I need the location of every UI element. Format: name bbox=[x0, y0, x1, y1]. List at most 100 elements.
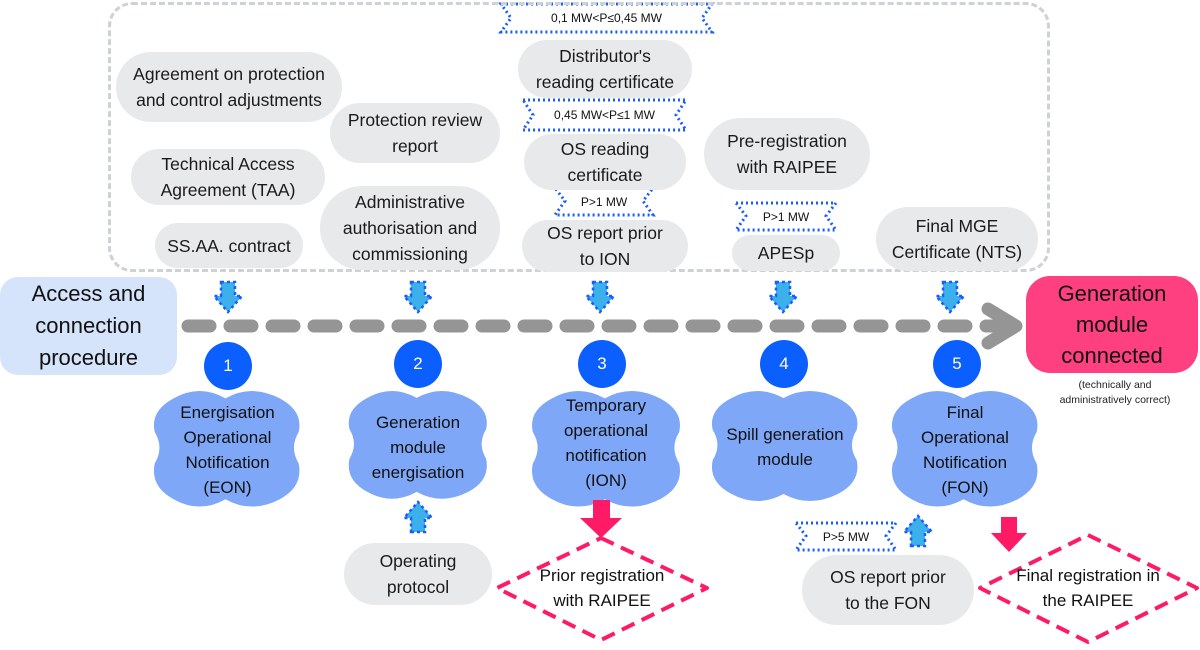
doc-arrows bbox=[211, 280, 967, 548]
down-arrow-icon bbox=[211, 280, 245, 314]
step-number-2: 2 bbox=[394, 340, 442, 388]
start-line: procedure bbox=[38, 345, 139, 370]
step-line: (ION) bbox=[585, 471, 627, 490]
doc-os-report-prior-fon[interactable]: OS report prior to the FON bbox=[802, 555, 974, 625]
step-line: Generation bbox=[375, 412, 461, 432]
power-tag-shapes bbox=[498, 2, 900, 552]
up-arrow-icon bbox=[901, 514, 935, 548]
step-line: module bbox=[390, 437, 446, 457]
doc-ssaa-contract[interactable]: SS.AA. contract bbox=[155, 223, 303, 268]
end-node-note: (technically and administratively correc… bbox=[1030, 378, 1200, 408]
doc-line: Agreement (TAA) bbox=[160, 180, 296, 200]
note-line: administratively correct) bbox=[1059, 394, 1171, 406]
step-2-label[interactable]: Generation module energisation bbox=[345, 392, 491, 502]
doc-line: to the FON bbox=[845, 593, 931, 613]
doc-agreement-protection[interactable]: Agreement on protection and control adjus… bbox=[116, 52, 342, 122]
step-line: Notification bbox=[185, 453, 270, 472]
end-line: connected bbox=[1061, 343, 1163, 368]
down-arrow-icon bbox=[933, 280, 967, 314]
doc-line: Administrative bbox=[355, 192, 465, 212]
up-arrow-icon bbox=[401, 500, 435, 534]
registration-arrow-icon bbox=[580, 500, 622, 538]
step-number-4: 4 bbox=[760, 340, 808, 388]
power-tag-os-report-ion: P>1 MW bbox=[580, 194, 628, 209]
doc-line: SS.AA. contract bbox=[167, 235, 291, 256]
doc-line: Protection review bbox=[347, 110, 483, 130]
doc-line: authorisation and bbox=[342, 218, 478, 238]
timeline-arrowhead bbox=[981, 302, 1023, 350]
registration-line: Final registration in bbox=[1016, 566, 1160, 585]
step-line: Notification bbox=[922, 453, 1008, 472]
step-line: Final bbox=[946, 403, 984, 422]
step-number-3: 3 bbox=[578, 340, 626, 388]
down-arrow-icon bbox=[401, 280, 435, 314]
step-line: Operational bbox=[183, 428, 272, 447]
doc-protection-review-report[interactable]: Protection review report bbox=[330, 103, 500, 163]
start-line: connection bbox=[35, 313, 142, 338]
start-line: Access and bbox=[31, 281, 146, 306]
down-arrow-icon bbox=[766, 280, 800, 314]
doc-line: OS reading bbox=[560, 139, 650, 159]
power-tag-os-report-fon: P>5 MW bbox=[822, 529, 870, 544]
end-line: module bbox=[1075, 312, 1149, 337]
doc-line: OS report prior bbox=[547, 223, 663, 243]
doc-line: OS report prior bbox=[830, 567, 946, 587]
step-line: operational bbox=[563, 421, 649, 440]
doc-line: Operating bbox=[379, 551, 457, 571]
doc-final-mge-certificate[interactable]: Final MGE Certificate (NTS) bbox=[876, 207, 1038, 271]
tag-shape bbox=[551, 186, 657, 217]
doc-line: certificate bbox=[567, 165, 643, 185]
note-line: (technically and bbox=[1078, 379, 1152, 391]
step-4-label[interactable]: Spill generation module bbox=[708, 392, 862, 502]
doc-distributor-reading-certificate[interactable]: Distributor's reading certificate bbox=[518, 40, 692, 98]
step-line: module bbox=[757, 450, 813, 469]
tag-shape bbox=[520, 98, 689, 132]
power-tag-apesp: P>1 MW bbox=[762, 209, 810, 224]
registration-line: Prior registration bbox=[539, 566, 665, 585]
registration-diamond bbox=[495, 536, 709, 642]
doc-line: and control adjustments bbox=[136, 90, 322, 110]
final-registration-label[interactable]: Final registration in the RAIPEE bbox=[1000, 560, 1176, 616]
step-line: notification bbox=[565, 446, 647, 465]
step-3-label[interactable]: Temporary operational notification (ION) bbox=[528, 388, 684, 498]
step-5-label[interactable]: Final Operational Notification (FON) bbox=[888, 395, 1042, 505]
doc-line: APESp bbox=[757, 243, 815, 263]
registration-diamond bbox=[978, 533, 1199, 644]
registration-line: the RAIPEE bbox=[1042, 591, 1134, 610]
doc-line: Agreement on protection bbox=[133, 64, 325, 84]
end-node-module-connected[interactable]: Generation module connected bbox=[1026, 276, 1198, 373]
registration-arrow-icon bbox=[991, 517, 1027, 552]
doc-line: with RAIPEE bbox=[736, 157, 838, 177]
tag-shape bbox=[732, 201, 840, 232]
tag-shape bbox=[792, 521, 900, 552]
doc-operating-protocol[interactable]: Operating protocol bbox=[344, 543, 492, 605]
step-line: energisation bbox=[371, 462, 465, 482]
registration-line: with RAIPEE bbox=[553, 591, 651, 610]
step-line: Energisation bbox=[180, 403, 275, 422]
doc-line: reading certificate bbox=[535, 72, 675, 92]
doc-line: report bbox=[392, 136, 438, 156]
prior-registration-label[interactable]: Prior registration with RAIPEE bbox=[520, 560, 684, 616]
step-1-label[interactable]: Energisation Operational Notification (E… bbox=[150, 395, 305, 505]
start-node-access-procedure[interactable]: Access and connection procedure bbox=[0, 277, 177, 375]
down-arrow-icon bbox=[583, 280, 617, 314]
doc-os-report-prior-ion[interactable]: OS report prior to ION bbox=[522, 220, 688, 272]
doc-line: commissioning bbox=[352, 244, 468, 264]
step-number-5: 5 bbox=[933, 340, 981, 388]
step-line: Spill generation bbox=[726, 425, 844, 444]
doc-line: Final MGE bbox=[915, 216, 999, 236]
end-line: Generation bbox=[1057, 281, 1167, 306]
doc-os-reading-certificate[interactable]: OS reading certificate bbox=[524, 134, 686, 190]
doc-line: Certificate (NTS) bbox=[891, 242, 1023, 262]
doc-line: to ION bbox=[579, 249, 631, 269]
doc-line: Distributor's bbox=[559, 46, 651, 66]
step-line: (EON) bbox=[203, 478, 252, 497]
power-tag-distributor: 0,1 MW<P≤0,45 MW bbox=[551, 11, 662, 25]
doc-apesp[interactable]: APESp bbox=[732, 235, 840, 271]
doc-line: protocol bbox=[386, 577, 450, 597]
doc-line: Technical Access bbox=[161, 154, 295, 174]
doc-administrative-authorisation[interactable]: Administrative authorisation and commissio… bbox=[320, 186, 500, 270]
